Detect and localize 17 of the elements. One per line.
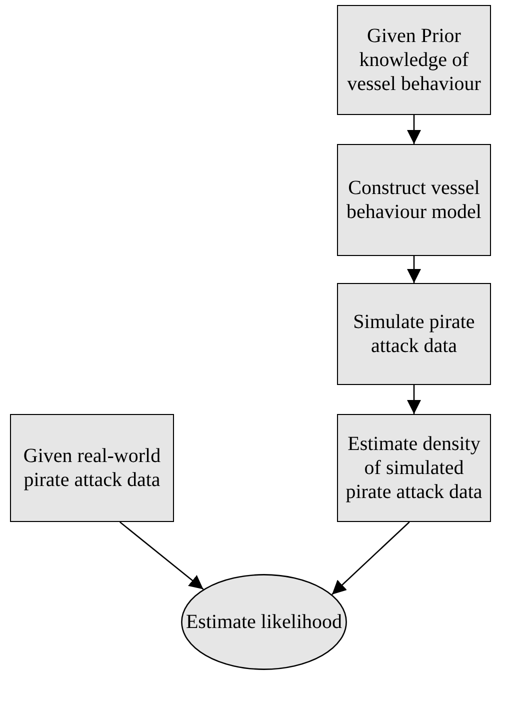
process-box <box>337 283 491 385</box>
node-label: Estimate likelihood <box>184 610 344 634</box>
node-label: Given Prior knowledge of vessel behaviour <box>346 24 482 96</box>
node-label: Given real-world pirate attack data <box>22 444 162 492</box>
process-box <box>337 414 491 522</box>
ellipse-node <box>181 574 347 670</box>
node-label: Estimate density of simulated pirate attack data <box>344 432 484 504</box>
arrow <box>332 522 410 595</box>
process-box <box>337 144 491 256</box>
arrow <box>407 256 421 283</box>
arrow <box>407 385 421 414</box>
process-box <box>10 414 174 522</box>
node-label: Construct vessel behaviour model <box>346 176 482 224</box>
arrow <box>407 115 421 144</box>
arrow <box>119 522 204 590</box>
node-label: Simulate pirate attack data <box>352 310 476 358</box>
process-box <box>337 5 491 115</box>
